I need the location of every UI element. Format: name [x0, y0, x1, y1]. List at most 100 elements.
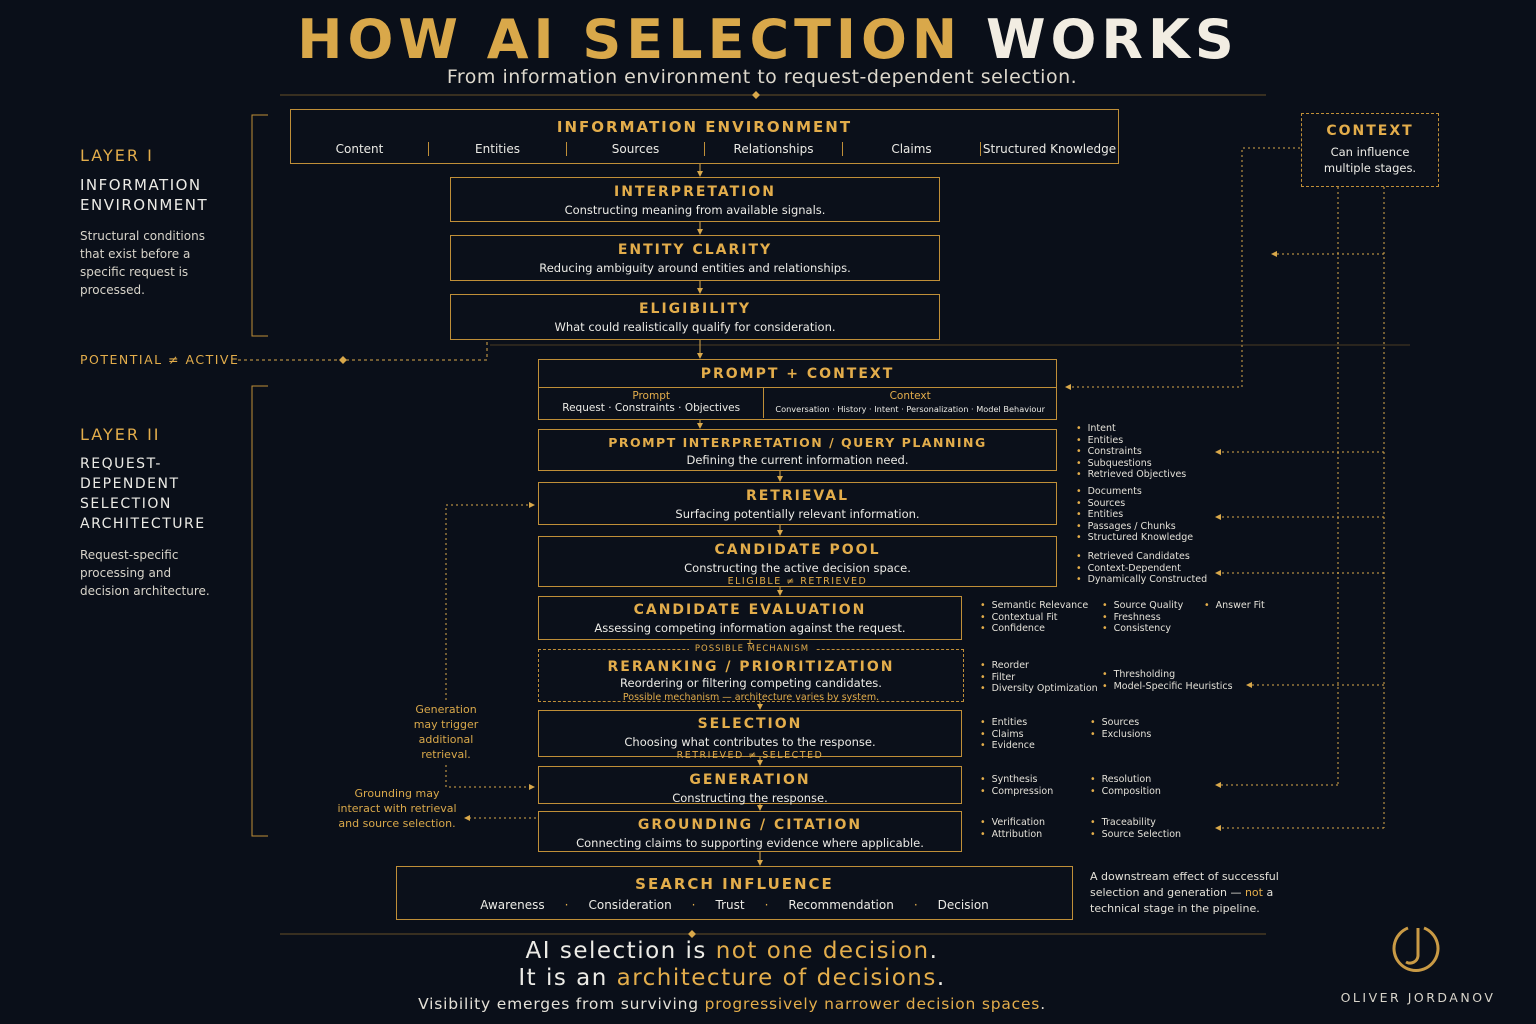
- prompt-context-title: PROMPT + CONTEXT: [700, 366, 895, 382]
- prompt-items: Request · Constraints · Objectives: [562, 402, 741, 414]
- retrieval-title: RETRIEVAL: [745, 488, 850, 504]
- layer1-desc-line: that exist before a: [80, 247, 191, 261]
- layer1-name-line2: ENVIRONMENT: [80, 196, 209, 214]
- influence-item: Trust: [715, 898, 745, 912]
- evaluation-side-col2: Source Quality Freshness Consistency: [1102, 600, 1184, 635]
- candidate-pool-desc: Constructing the active decision space.: [684, 561, 911, 575]
- selection-box: SELECTION Choosing what contributes to t…: [538, 710, 962, 761]
- layer2-panel: LAYER II REQUEST-DEPENDENT SELECTION ARC…: [80, 425, 250, 600]
- candidate-pool-tag: ELIGIBLE ≠ RETRIEVED: [727, 576, 868, 587]
- prompt-context-box: PROMPT + CONTEXT Prompt Request · Constr…: [538, 359, 1057, 420]
- context-title: CONTEXT: [1326, 123, 1414, 139]
- side-item: Retrieved Objectives: [1076, 469, 1187, 481]
- side-note-text: A downstream effect of successful select…: [1090, 870, 1279, 899]
- candidate-evaluation-title: CANDIDATE EVALUATION: [633, 602, 867, 618]
- prompt-context-split: Prompt Request · Constraints · Objective…: [539, 387, 1056, 418]
- entity-clarity-title: ENTITY CLARITY: [617, 242, 773, 258]
- search-influence-box: SEARCH INFLUENCE Awareness · Considerati…: [396, 866, 1073, 920]
- side-item: Model-Specific Heuristics: [1102, 681, 1233, 693]
- search-influence-items: Awareness · Consideration · Trust · Reco…: [480, 898, 989, 912]
- closing-highlight: progressively narrower decision spaces: [704, 995, 1041, 1013]
- search-influence-title: SEARCH INFLUENCE: [635, 875, 834, 893]
- env-item: Relationships: [704, 142, 842, 156]
- interpretation-box: INTERPRETATION Constructing meaning from…: [450, 177, 940, 222]
- query-planning-box: PROMPT INTERPRETATION / QUERY PLANNING D…: [538, 429, 1057, 471]
- closing-text: AI selection is: [525, 938, 716, 964]
- context-items: Conversation · History · Intent · Person…: [775, 404, 1045, 414]
- closing-text: .: [1040, 995, 1046, 1013]
- entity-clarity-desc: Reducing ambiguity around entities and r…: [539, 261, 851, 275]
- generation-side-col2: Resolution Composition: [1090, 774, 1161, 797]
- brand-name: OLIVER JORDANOV: [1340, 990, 1496, 1005]
- retrieval-box: RETRIEVAL Surfacing potentially relevant…: [538, 482, 1057, 525]
- env-item: Entities: [428, 142, 566, 156]
- candidate-evaluation-desc: Assessing competing information against …: [594, 621, 906, 635]
- side-item: Entities: [1076, 509, 1193, 521]
- info-environment-title: INFORMATION ENVIRONMENT: [556, 118, 853, 136]
- side-item: Consistency: [1102, 623, 1183, 635]
- prompt-heading: Prompt: [632, 390, 670, 402]
- influence-item: Decision: [937, 898, 989, 912]
- grounding-box: GROUNDING / CITATION Connecting claims t…: [538, 811, 962, 852]
- generation-retrieval-note: Generation may trigger additional retrie…: [396, 702, 496, 762]
- side-item: Freshness: [1102, 612, 1183, 624]
- reranking-top-tag: POSSIBLE MECHANISM: [689, 644, 815, 654]
- reranking-side-col1: Reorder Filter Diversity Optimization: [980, 660, 1098, 695]
- side-item: Claims: [980, 729, 1035, 741]
- potential-active-label: POTENTIAL ≠ ACTIVE: [80, 352, 240, 367]
- context-heading: Context: [889, 390, 931, 402]
- side-item: Subquestions: [1076, 458, 1186, 470]
- env-item: Structured Knowledge: [980, 142, 1118, 156]
- layer2-desc: Request-specific processing and decision…: [80, 546, 250, 600]
- evaluation-side-col3: Answer Fit: [1204, 600, 1265, 612]
- prompt-column: Prompt Request · Constraints · Objective…: [539, 388, 763, 418]
- side-item: Reorder: [980, 660, 1098, 672]
- retrieval-desc: Surfacing potentially relevant informati…: [675, 507, 920, 521]
- side-item: Traceability: [1090, 817, 1181, 829]
- interpretation-title: INTERPRETATION: [613, 184, 776, 200]
- side-item: Filter: [980, 672, 1098, 684]
- interpretation-desc: Constructing meaning from available sign…: [564, 203, 826, 217]
- selection-side-col2: Sources Exclusions: [1090, 717, 1152, 740]
- side-item: Semantic Relevance: [980, 600, 1089, 612]
- layer1-panel: LAYER I INFORMATION ENVIRONMENT Structur…: [80, 146, 250, 299]
- eligibility-desc: What could realistically qualify for con…: [554, 320, 836, 334]
- generation-desc: Constructing the response.: [672, 791, 828, 805]
- candidate-pool-title: CANDIDATE POOL: [714, 542, 881, 558]
- note-line: retrieval.: [421, 748, 471, 761]
- side-item: Source Quality: [1102, 600, 1184, 612]
- closing-line-3: Visibility emerges from surviving progre…: [0, 995, 1464, 1013]
- layer1-name: INFORMATION ENVIRONMENT: [80, 175, 250, 215]
- layer1-label: LAYER I: [80, 146, 154, 165]
- page-title: HOW AI SELECTION WORKS: [0, 8, 1536, 72]
- side-item: Synthesis: [980, 774, 1053, 786]
- closing-highlight: architecture of decisions: [616, 965, 937, 991]
- brand-logo-icon: [1392, 926, 1440, 972]
- side-item: Sources: [1090, 717, 1151, 729]
- reranking-desc: Reordering or filtering competing candid…: [620, 676, 882, 690]
- side-note-highlight: not: [1244, 886, 1263, 899]
- side-item: Retrieved Candidates: [1076, 551, 1207, 563]
- side-item: Diversity Optimization: [980, 683, 1098, 695]
- influence-item: Recommendation: [788, 898, 894, 912]
- layer2-name-line3: ARCHITECTURE: [80, 516, 206, 532]
- side-item: Dynamically Constructed: [1076, 574, 1208, 586]
- env-item: Claims: [842, 142, 980, 156]
- note-line: may trigger: [413, 718, 479, 731]
- retrieval-side-list: Documents Sources Entities Passages / Ch…: [1076, 486, 1193, 544]
- env-item: Content: [335, 142, 384, 156]
- layer1-desc-line: specific request is: [80, 265, 189, 279]
- selection-side-col1: Entities Claims Evidence: [980, 717, 1035, 752]
- grounding-side-col2: Traceability Source Selection: [1090, 817, 1181, 840]
- candidate-pool-box: CANDIDATE POOL Constructing the active d…: [538, 536, 1057, 587]
- context-box: CONTEXT Can influence multiple stages.: [1301, 113, 1439, 187]
- page-subtitle: From information environment to request-…: [446, 66, 1078, 88]
- influence-item: Consideration: [588, 898, 672, 912]
- note-line: Grounding may: [354, 787, 440, 800]
- layer1-desc-line: Structural conditions: [80, 229, 205, 243]
- reranking-title: RERANKING / PRIORITIZATION: [607, 659, 895, 675]
- generation-side-col1: Synthesis Compression: [980, 774, 1054, 797]
- layer1-desc: Structural conditions that exist before …: [80, 227, 250, 299]
- side-item: Composition: [1090, 786, 1161, 798]
- reranking-box: POSSIBLE MECHANISM RERANKING / PRIORITIZ…: [538, 644, 964, 703]
